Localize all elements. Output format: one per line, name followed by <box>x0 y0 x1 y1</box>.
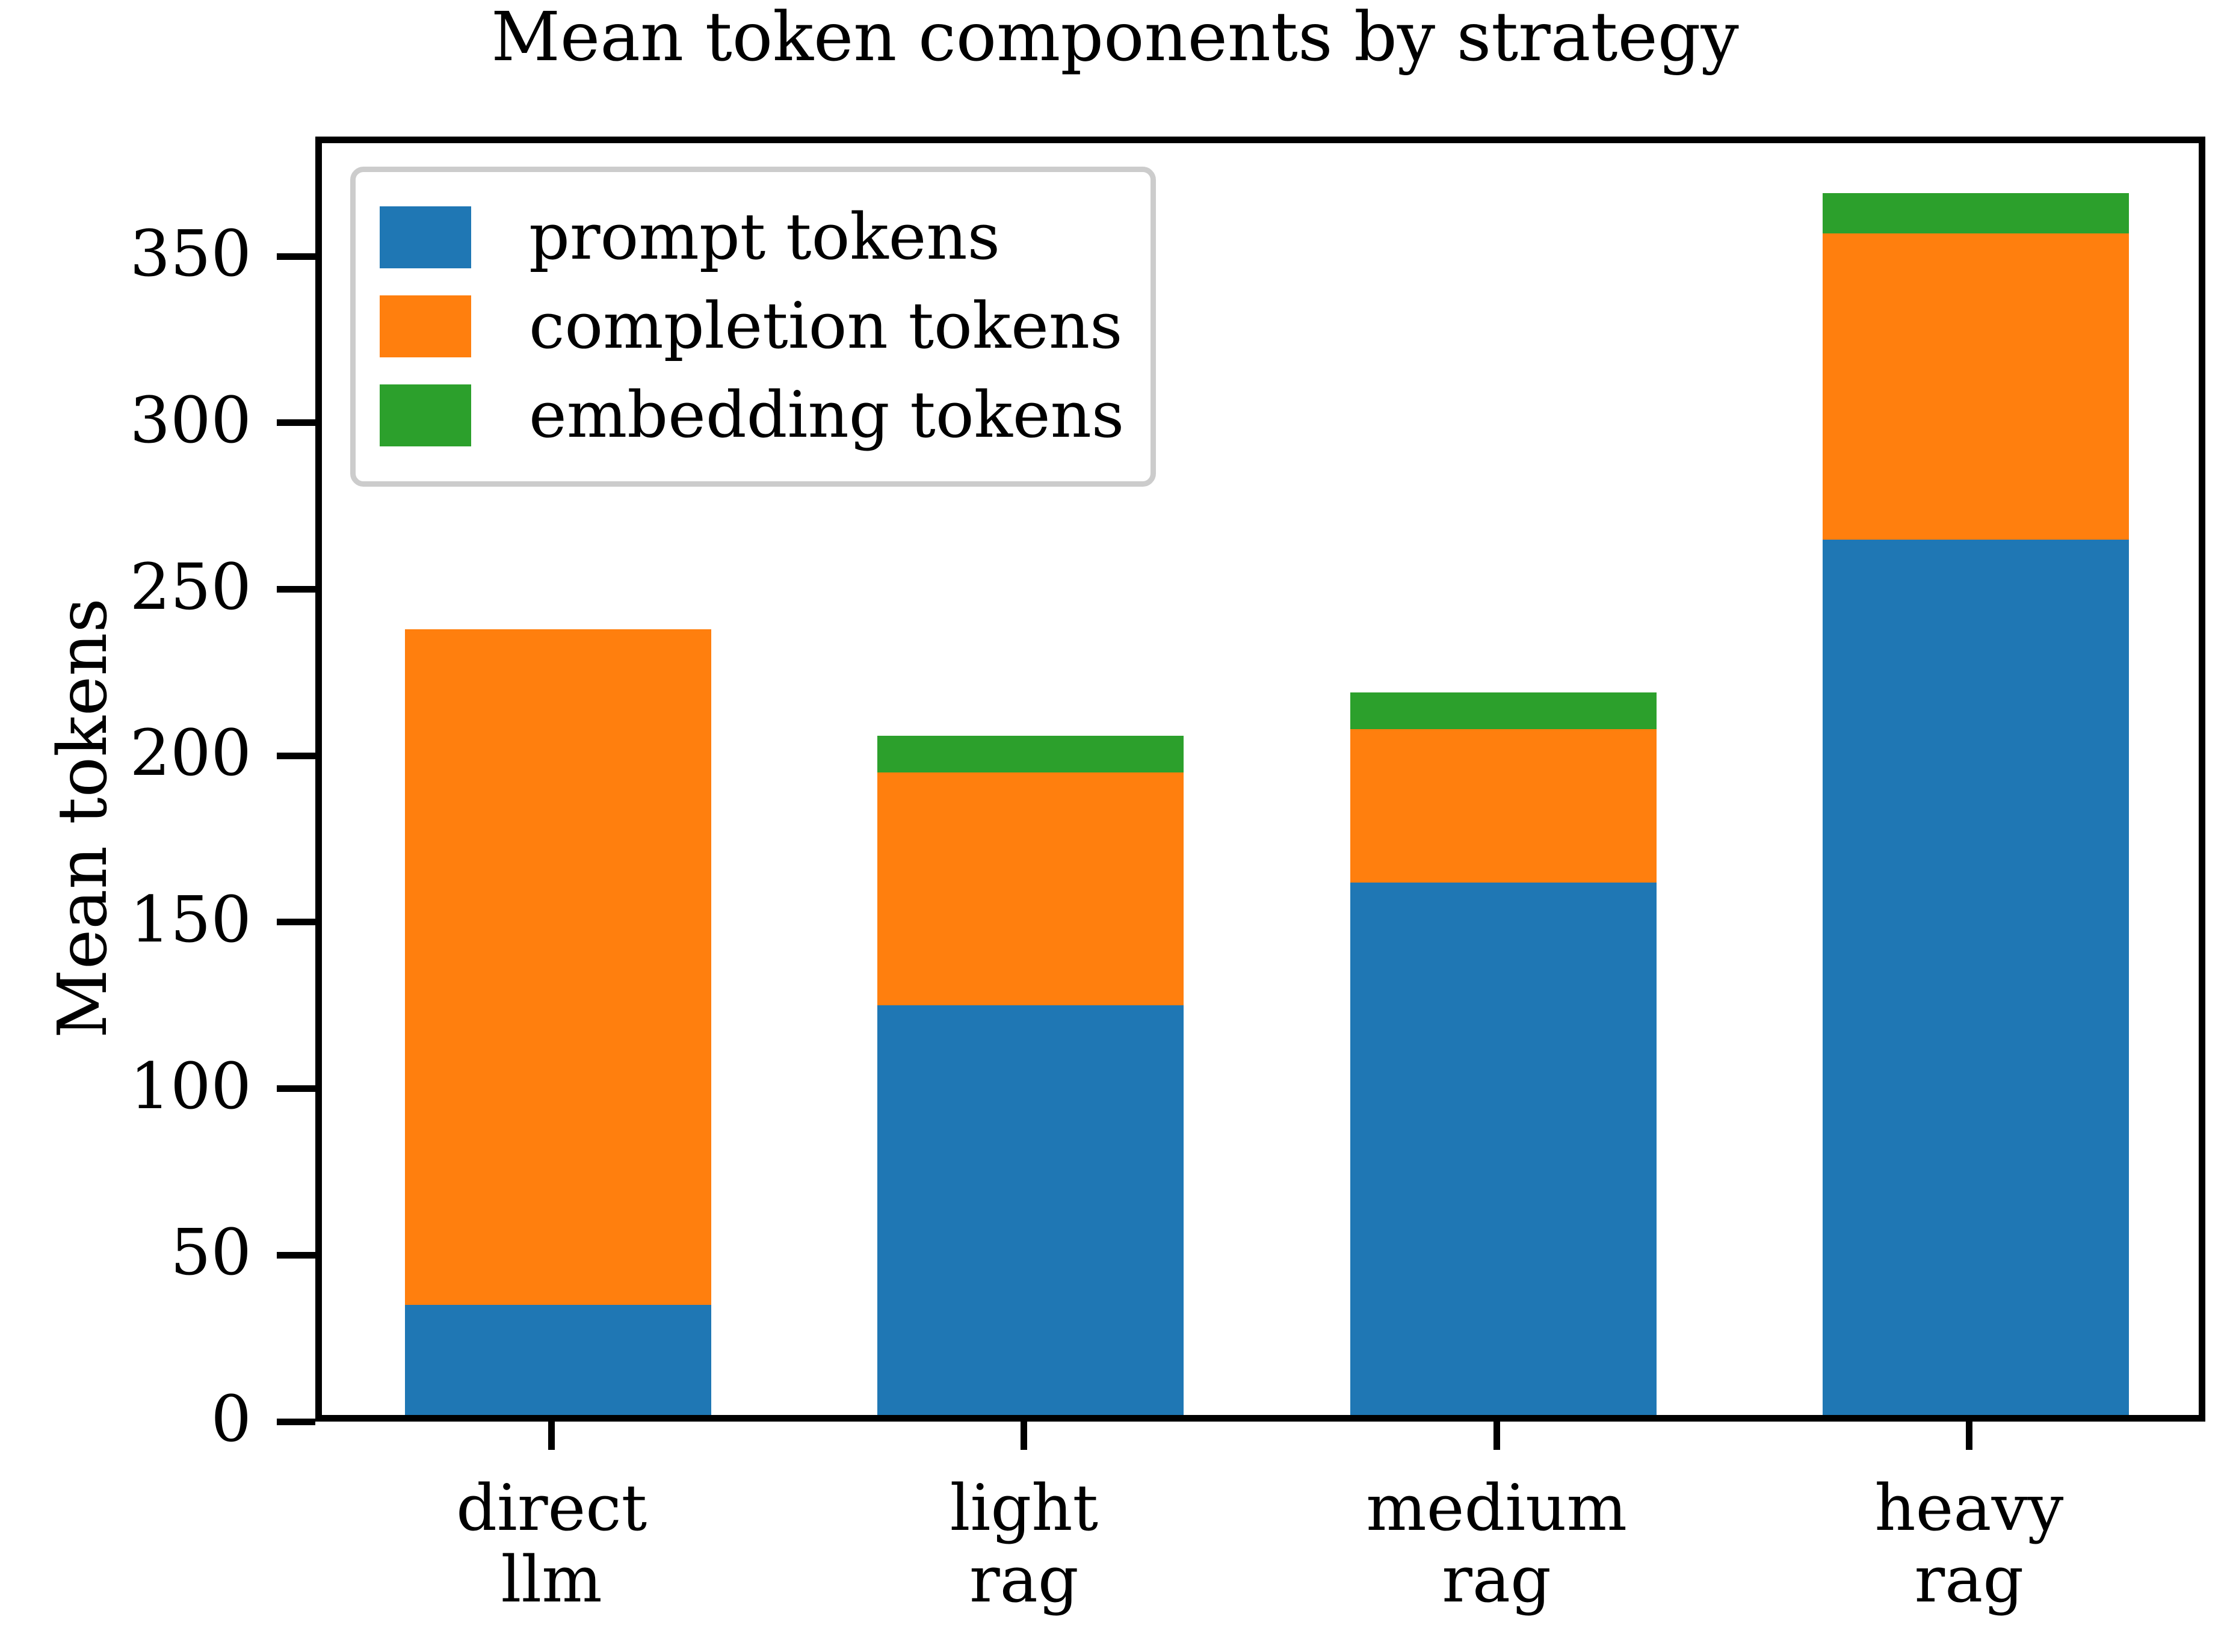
y-axis-tick-label: 200 <box>129 716 252 791</box>
x-axis-tick-label-line: direct <box>456 1471 647 1545</box>
bar-segment-prompt[interactable] <box>1350 882 1657 1415</box>
x-axis-tick-label-line: heavy <box>1874 1471 2064 1545</box>
bar-segment-completion[interactable] <box>1822 233 2129 540</box>
x-axis-tick <box>1965 1422 1972 1450</box>
y-axis-tick-label: 300 <box>129 383 252 457</box>
legend-swatch-embedding <box>380 384 471 446</box>
y-axis-tick <box>277 752 315 759</box>
y-axis-tick <box>277 1085 315 1093</box>
x-axis-tick-label-line: medium <box>1366 1471 1628 1545</box>
y-axis-tick-label: 0 <box>211 1382 252 1456</box>
y-axis-tick <box>277 419 315 427</box>
y-axis-tick <box>277 1251 315 1259</box>
bar-segment-embedding[interactable] <box>1822 193 2129 233</box>
y-axis-tick <box>277 253 315 260</box>
x-axis-tick <box>1021 1422 1028 1450</box>
bar-segment-completion[interactable] <box>877 772 1184 1006</box>
y-axis-tick <box>277 919 315 926</box>
bar-segment-prompt[interactable] <box>1822 539 2129 1415</box>
legend-label: completion tokens <box>529 289 1123 363</box>
x-axis-tick <box>548 1422 555 1450</box>
bars-layer <box>322 143 2199 1415</box>
y-axis-tick-label: 50 <box>170 1215 252 1290</box>
bar-segment-prompt[interactable] <box>405 1305 712 1415</box>
legend-item[interactable]: embedding tokens <box>380 371 1124 460</box>
bar-segment-embedding[interactable] <box>1350 692 1657 730</box>
legend-label: embedding tokens <box>529 378 1125 452</box>
bar-segment-completion[interactable] <box>405 629 712 1305</box>
x-axis-tick <box>1493 1422 1500 1450</box>
x-axis-tick-label-line: rag <box>969 1542 1079 1617</box>
x-axis-tick-label-line: light <box>950 1471 1099 1545</box>
bar-stack[interactable] <box>1350 692 1657 1415</box>
legend-item[interactable]: completion tokens <box>380 282 1124 371</box>
bar-stack[interactable] <box>1822 193 2129 1415</box>
legend-swatch-completion <box>380 295 471 357</box>
legend-item[interactable]: prompt tokens <box>380 193 1124 282</box>
bar-stack[interactable] <box>877 736 1184 1415</box>
y-axis-tick <box>277 1418 315 1425</box>
bar-segment-embedding[interactable] <box>877 736 1184 772</box>
bar-segment-prompt[interactable] <box>877 1005 1184 1415</box>
y-axis-label: Mean tokens <box>44 598 122 1038</box>
y-axis-tick <box>277 586 315 593</box>
y-axis-tick-label: 250 <box>129 549 252 624</box>
x-axis-tick-label-line: rag <box>1442 1542 1551 1617</box>
bar-segment-completion[interactable] <box>1350 729 1657 883</box>
x-axis-tick-label-line: rag <box>1914 1542 2024 1617</box>
chart-title: Mean token components by strategy <box>491 0 1739 76</box>
y-axis-tick-label: 150 <box>129 882 252 957</box>
x-axis-tick-label-line: llm <box>501 1542 602 1617</box>
chart-legend: prompt tokens completion tokens embedding … <box>350 167 1157 487</box>
legend-label: prompt tokens <box>529 200 1001 274</box>
y-axis-tick-label: 350 <box>129 217 252 291</box>
bar-stack[interactable] <box>405 629 712 1415</box>
y-axis-tick-label: 100 <box>129 1049 252 1123</box>
legend-swatch-prompt <box>380 206 471 268</box>
